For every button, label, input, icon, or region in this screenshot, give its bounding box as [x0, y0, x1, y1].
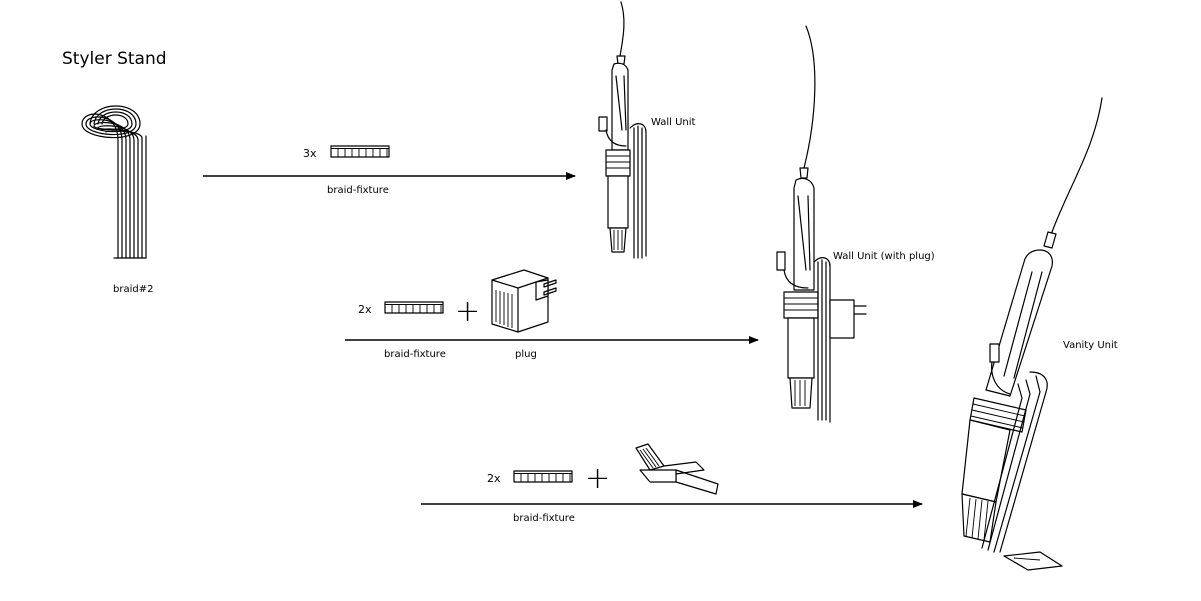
step3-count: 2x: [487, 472, 501, 485]
wall-unit-with-plug-label: Wall Unit (with plug): [833, 251, 935, 262]
wall-unit-label: Wall Unit: [651, 117, 696, 128]
step2-part-label: braid-fixture: [384, 349, 446, 360]
step3-plus: +: [585, 461, 610, 496]
wall-unit-drawing: [598, 1, 647, 259]
step1-part-label: braid-fixture: [327, 185, 389, 196]
braid-drawing: [81, 105, 147, 259]
step1-braid-fixture-icon: [330, 145, 390, 158]
diagram-title: Styler Stand: [62, 49, 167, 69]
wall-unit-with-plug-drawing: [776, 25, 867, 423]
vanity-unit-drawing: [961, 97, 1103, 571]
vanity-base-icon: [635, 443, 719, 495]
step3-braid-fixture-icon: [513, 470, 573, 483]
vanity-unit-label: Vanity Unit: [1063, 340, 1118, 351]
plug-icon: [491, 269, 557, 333]
step2-count: 2x: [358, 303, 372, 316]
step2-plug-label: plug: [515, 349, 537, 360]
braid-label: braid#2: [113, 284, 153, 295]
step1-count: 3x: [303, 147, 317, 160]
step3-part-label: braid-fixture: [513, 513, 575, 524]
step2-braid-fixture-icon: [384, 301, 444, 314]
step2-plus: +: [455, 294, 480, 329]
